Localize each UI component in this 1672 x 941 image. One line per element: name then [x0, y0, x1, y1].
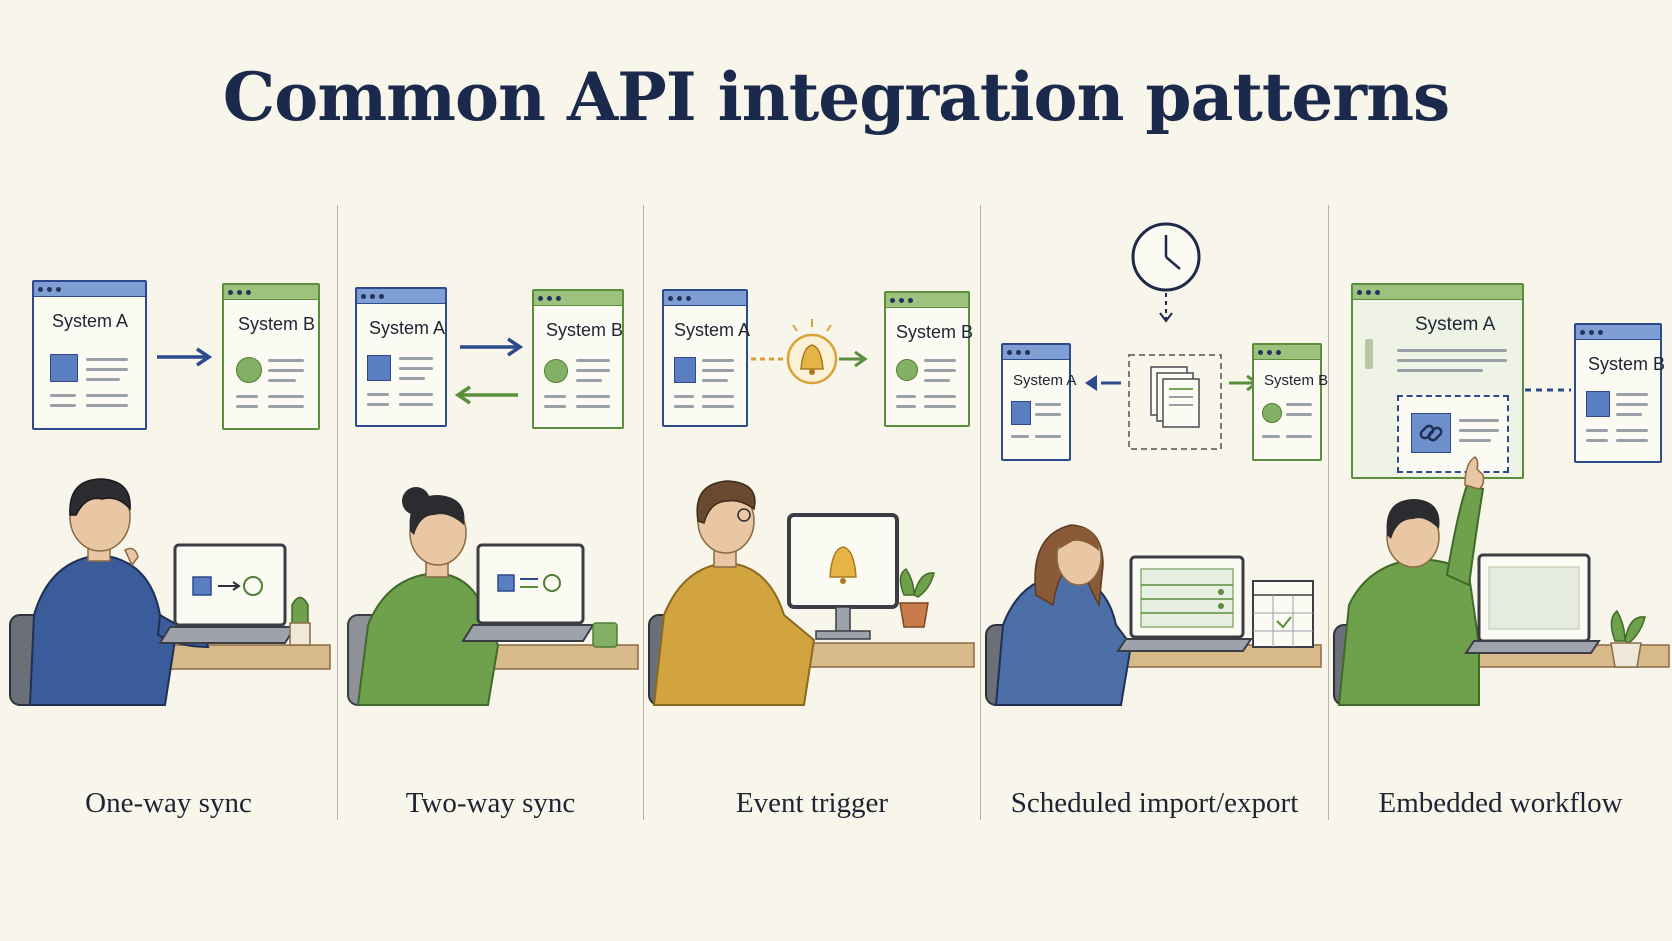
bell-icon — [751, 319, 868, 385]
panel-divider — [337, 205, 338, 820]
caption-event-trigger: Event trigger — [735, 787, 889, 819]
system-b-window: System B — [532, 289, 624, 429]
caption-embedded-workflow: Embedded workflow — [1378, 787, 1623, 819]
patterns-row: System A System B — [0, 205, 1672, 825]
system-b-label: System B — [546, 320, 624, 340]
system-a-window: System A — [1001, 343, 1077, 461]
panel-event-trigger: System A System B — [644, 205, 980, 825]
system-b-label: System B — [1588, 354, 1666, 374]
system-a-label: System A — [369, 318, 446, 338]
person-at-laptop-illustration — [9, 478, 331, 706]
panel-divider — [980, 205, 981, 820]
system-b-label: System B — [238, 314, 316, 334]
person-at-laptop-illustration — [347, 487, 639, 706]
system-b-window: System B — [222, 283, 320, 430]
panel-divider — [1328, 205, 1329, 820]
person-pointing-illustration — [1333, 456, 1670, 706]
caption-one-way-sync: One-way sync — [85, 787, 252, 819]
person-at-monitor-illustration — [648, 480, 975, 706]
panel-one-way-sync: System A System B — [0, 205, 337, 825]
caption-scheduled-import-export: Scheduled import/export — [1010, 787, 1299, 819]
system-a-label: System A — [1415, 314, 1496, 335]
link-icon — [1411, 413, 1451, 453]
clock-icon — [1131, 222, 1201, 323]
arrow-right-icon — [460, 337, 524, 357]
system-a-window: System A — [1351, 283, 1524, 479]
system-a-label: System A — [674, 320, 751, 340]
embedded-widget[interactable] — [1397, 395, 1509, 473]
system-b-window: System B — [1252, 343, 1329, 461]
system-a-label: System A — [1013, 372, 1077, 389]
panel-divider — [643, 205, 644, 820]
caption-two-way-sync: Two-way sync — [405, 787, 576, 819]
system-b-label: System B — [1264, 372, 1329, 389]
system-a-window: System A — [662, 289, 751, 427]
system-a-label: System A — [52, 311, 129, 331]
dashed-connector — [1525, 388, 1571, 392]
page-title: Common API integration patterns — [222, 58, 1450, 136]
panel-two-way-sync: System A System B — [338, 205, 643, 825]
panel-scheduled-import-export: System A System B — [981, 205, 1328, 825]
panel-embedded-workflow: System A System B — [1329, 205, 1672, 825]
system-a-window: System A — [355, 287, 447, 427]
arrow-left-icon — [454, 385, 518, 405]
documents-icon — [1085, 354, 1260, 450]
person-at-laptop-illustration — [985, 524, 1322, 706]
system-b-window: System B — [1574, 323, 1666, 463]
system-a-window: System A — [32, 280, 147, 430]
system-b-label: System B — [896, 322, 974, 342]
system-b-window: System B — [884, 291, 974, 427]
arrow-right-icon — [157, 347, 213, 367]
